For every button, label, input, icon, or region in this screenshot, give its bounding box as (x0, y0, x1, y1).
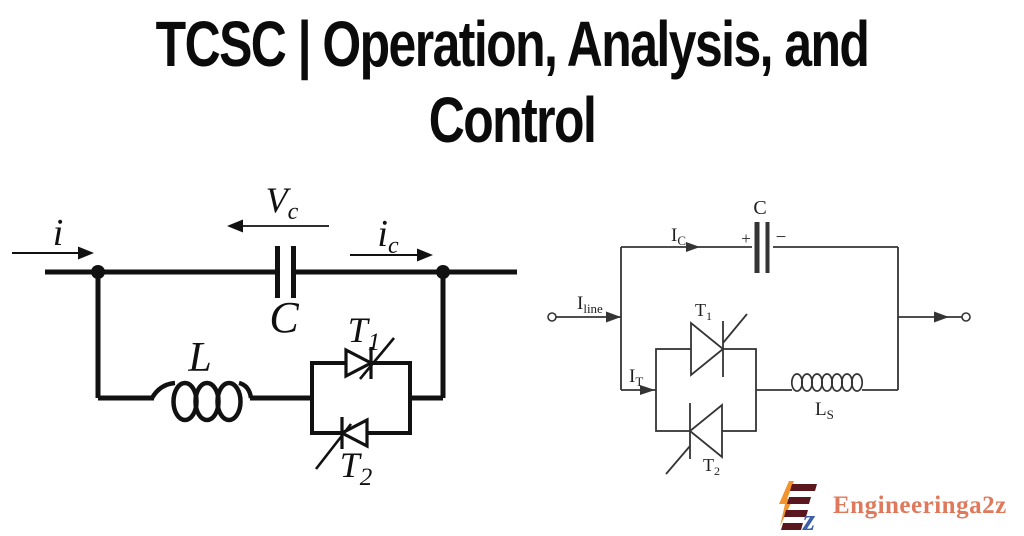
right-thyristor2-label: T2 (703, 455, 720, 478)
right-line-current-label: Iline (577, 293, 603, 316)
line-current-arrow (12, 246, 94, 260)
left-capacitor-label: C (269, 293, 299, 342)
thyristor-t2-symbol (314, 417, 369, 470)
right-cap-current-label: IC (671, 225, 686, 248)
thyristor-t1-symbol (344, 337, 396, 380)
thyristor-t2-symbol (665, 403, 723, 475)
cap-current-arrowhead (686, 242, 700, 252)
inductor-symbol (790, 373, 864, 392)
logo-z-letter: z (802, 502, 815, 532)
input-terminal (547, 312, 557, 322)
logo-e-bars (781, 484, 817, 530)
thyristor-t1-symbol (690, 313, 748, 377)
cap-minus-sign: − (776, 227, 787, 248)
cap-voltage-arrow (227, 219, 329, 233)
inductor-symbol (150, 380, 254, 423)
right-capacitor-label: C (753, 197, 766, 219)
right-thyristor-current-label: IT (629, 366, 643, 389)
left-cap-current-label: ic (377, 213, 399, 259)
lightning-bolt-icon (779, 481, 794, 526)
left-cap-voltage-label: Vc (266, 180, 299, 225)
right-thyristor1-label: T1 (695, 300, 712, 323)
cap-plus-sign: + (741, 229, 751, 248)
right-inductor-label: LS (815, 399, 834, 422)
capacitor-symbol (275, 246, 296, 298)
title-line-1: TCSC | Operation, Analysis, and (155, 8, 870, 80)
cap-current-arrow (350, 248, 433, 262)
left-circuit-schematic (12, 219, 517, 470)
thyristor-current-arrowhead (640, 385, 655, 395)
page-title: TCSC | Operation, Analysis, and Control (0, 6, 1024, 158)
engineeringa2z-logo-icon: z (779, 481, 817, 532)
output-arrowhead (934, 311, 949, 323)
output-terminal (961, 312, 971, 322)
title-line-2: Control (428, 84, 597, 156)
left-inductor-label: L (187, 335, 211, 381)
left-thyristor2-label: T2 (340, 445, 373, 491)
left-line-current-label: i (53, 212, 64, 254)
capacitor-symbol (754, 222, 770, 273)
right-circuit-schematic (547, 222, 971, 475)
line-current-arrowhead (606, 311, 621, 323)
brand-logo-text: Engineeringa2z (833, 492, 1007, 519)
brand-logo: z Engineeringa2z (776, 480, 1007, 532)
left-thyristor1-label: T1 (348, 310, 381, 356)
